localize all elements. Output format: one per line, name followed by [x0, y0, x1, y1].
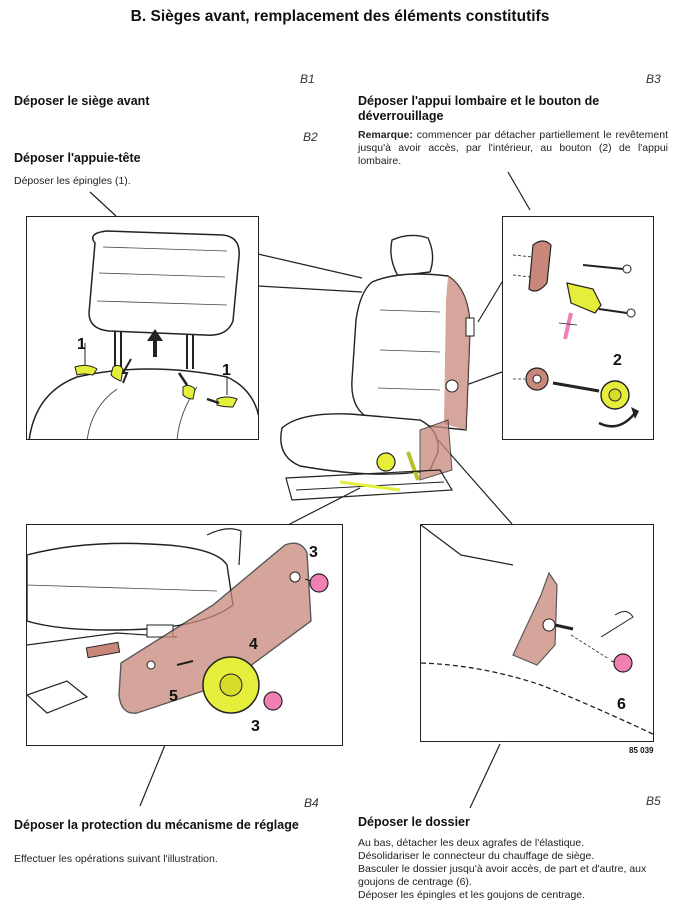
section-code-b5: B5: [646, 794, 661, 808]
text-b5-line-4: Déposer les épingles et les goujons de c…: [358, 889, 586, 901]
panel-lumbar: 2: [502, 216, 654, 440]
text-b5-line-1: Au bas, détacher les deux agrafes de l'é…: [358, 837, 585, 849]
callout-1-left: 1: [77, 336, 86, 353]
heading-b1: Déposer le siège avant: [14, 94, 150, 108]
remark-b3: Remarque: commencer par détacher partiel…: [358, 129, 668, 168]
callout-3-bottom: 3: [251, 718, 260, 735]
section-code-b4: B4: [304, 796, 319, 810]
text-b4: Effectuer les opérations suivant l'illus…: [14, 853, 218, 865]
callout-3-top: 3: [309, 544, 318, 561]
headrest-illustration: 1 1: [28, 230, 258, 439]
text-b5: Au bas, détacher les deux agrafes de l'é…: [358, 837, 668, 902]
callout-5: 5: [169, 688, 178, 705]
remark-label: Remarque:: [358, 129, 413, 141]
panel-backrest: 6: [420, 524, 654, 742]
section-code-b1: B1: [300, 72, 315, 86]
panel-adjustment-mechanism: 3 4 5 3: [26, 524, 343, 746]
callout-4: 4: [249, 636, 258, 653]
heading-b2: Déposer l'appuie-tête: [14, 151, 141, 165]
heading-b3: Déposer l'appui lombaire et le bouton de…: [358, 94, 600, 123]
callout-1-right: 1: [222, 362, 231, 379]
panel-headrest: 1 1: [26, 216, 259, 440]
section-code-b2: B2: [303, 130, 318, 144]
figure-reference: 85 039: [629, 746, 654, 755]
callout-2: 2: [613, 352, 622, 369]
heading-b5: Déposer le dossier: [358, 815, 470, 829]
remark-text: commencer par détacher partiellement le …: [358, 129, 668, 167]
adjustment-mechanism-illustration: 3 4 5 3: [27, 528, 329, 735]
text-b5-line-3: Basculer le dossier jusqu'à avoir accès,…: [358, 863, 647, 888]
page-title: B. Sièges avant, remplacement des élémen…: [130, 8, 550, 25]
section-code-b3: B3: [646, 72, 661, 86]
heading-b4: Déposer la protection du mécanisme de ré…: [14, 818, 299, 832]
callout-6: 6: [617, 696, 626, 713]
text-b5-line-2: Désolidariser le connecteur du chauffage…: [358, 850, 595, 862]
text-b2: Déposer les épingles (1).: [14, 175, 131, 187]
backrest-illustration: 6: [421, 525, 653, 735]
lumbar-illustration: 2: [512, 240, 639, 428]
